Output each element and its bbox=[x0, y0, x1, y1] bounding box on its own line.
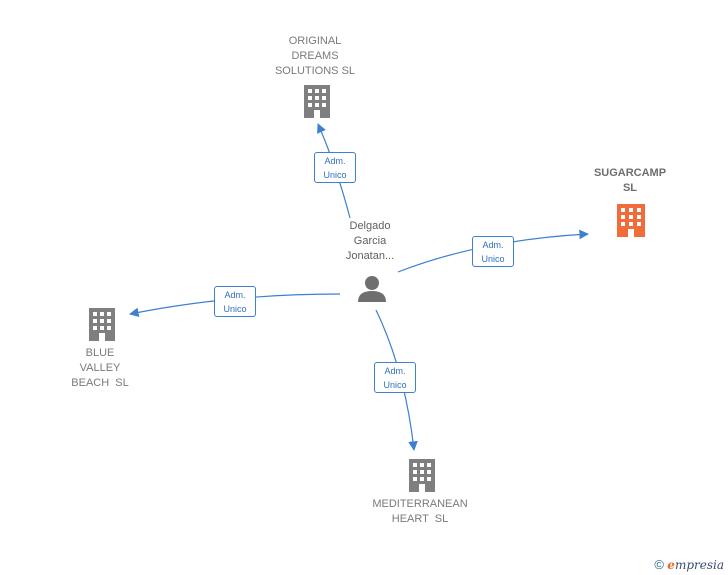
edge-label-mediterranean[interactable]: Adm. Unico bbox=[374, 362, 416, 393]
node-label-original-dreams[interactable]: ORIGINAL DREAMS SOLUTIONS SL bbox=[274, 35, 356, 77]
edge-label-blue-valley[interactable]: Adm. Unico bbox=[214, 286, 256, 317]
person-icon[interactable] bbox=[358, 276, 386, 302]
copyright-icon: © bbox=[654, 557, 664, 572]
building-icon[interactable] bbox=[89, 308, 115, 341]
person-label[interactable]: Delgado Garcia Jonatan... bbox=[345, 220, 395, 262]
building-icon[interactable] bbox=[617, 204, 645, 237]
building-icon[interactable] bbox=[409, 459, 435, 492]
building-icon[interactable] bbox=[304, 85, 330, 118]
brand-logo-text: mpresia bbox=[674, 558, 724, 572]
edge-label-original-dreams[interactable]: Adm. Unico bbox=[314, 152, 356, 183]
brand-logo-e: e bbox=[667, 558, 675, 572]
node-label-blue-valley[interactable]: BLUE VALLEY BEACH SL bbox=[71, 347, 129, 389]
edge-label-sugarcamp[interactable]: Adm. Unico bbox=[472, 236, 514, 267]
node-label-sugarcamp[interactable]: SUGARCAMP SL bbox=[593, 167, 667, 194]
brand-footer: © empresia bbox=[654, 557, 724, 572]
node-label-mediterranean[interactable]: MEDITERRANEAN HEART SL bbox=[372, 498, 468, 525]
